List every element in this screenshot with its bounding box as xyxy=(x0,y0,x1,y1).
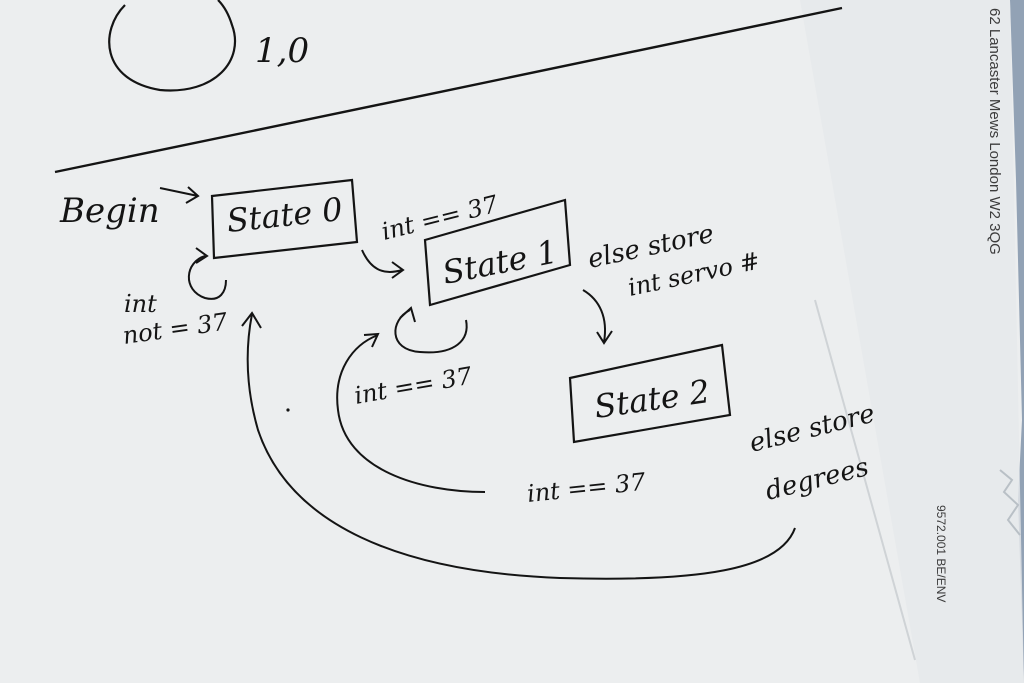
s2-to-s1-arrow xyxy=(336,332,486,493)
state1-self-loop xyxy=(394,309,468,354)
state1-self-loop-arrowhead xyxy=(399,306,416,323)
s2-to-s0-arrow xyxy=(241,311,796,580)
top-self-loop xyxy=(108,0,237,92)
s1-to-s2-arrow xyxy=(582,289,613,345)
begin-arrow xyxy=(159,186,200,204)
divider-line xyxy=(54,6,843,174)
torn-edge xyxy=(999,469,1021,536)
state0-self-loop xyxy=(187,255,227,300)
state0-self-loop-arrowhead xyxy=(195,247,209,264)
envelope-flap xyxy=(800,0,1024,683)
top-loop-label: 1,0 xyxy=(255,31,309,71)
pen-dot xyxy=(286,408,290,412)
s0-to-s1-arrow xyxy=(361,249,405,279)
envelope-code: 9572.001 BE/ENV xyxy=(934,505,948,602)
envelope-fold-line xyxy=(814,299,916,661)
envelope-address: 62 Lancaster Mews London W2 3QG xyxy=(986,8,1003,255)
s0-self-label-line1: int xyxy=(124,290,157,318)
begin-label: Begin xyxy=(59,191,160,231)
